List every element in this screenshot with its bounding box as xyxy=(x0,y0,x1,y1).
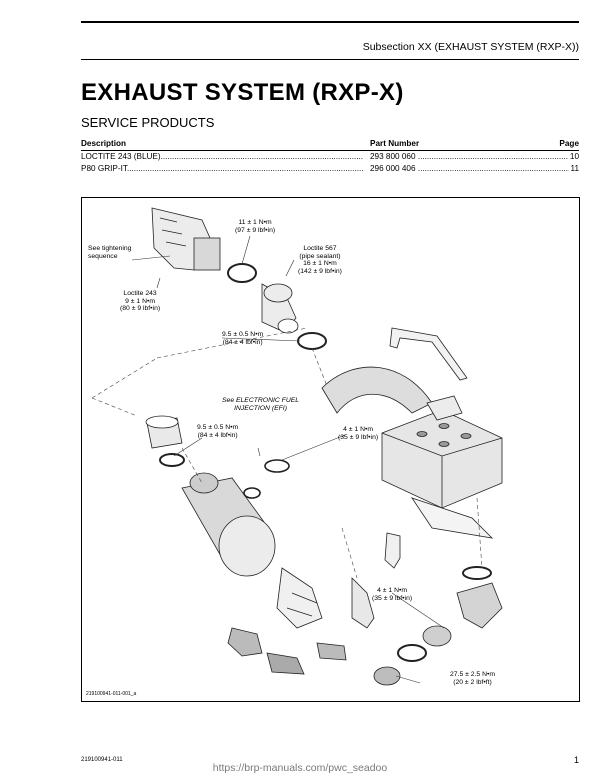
table-row: LOCTITE 243 (BLUE)......................… xyxy=(81,151,579,163)
l-bracket xyxy=(384,532,401,569)
hanger-bracket xyxy=(351,577,375,629)
page-number: 1 xyxy=(573,755,579,765)
efi-reference-label: See ELECTRONIC FUEL INJECTION (EFI) xyxy=(222,397,300,412)
mounting-bracket xyxy=(389,327,468,381)
top-rule xyxy=(81,21,579,23)
mount-part xyxy=(227,627,263,657)
table-header: Description Part Number Page xyxy=(81,139,579,151)
torque-label: 27.5 ± 2.5 N•m (20 ± 2 lbf•ft) xyxy=(450,671,496,686)
row-description: P80 GRIP-IT.............................… xyxy=(81,164,363,173)
header-part-number: Part Number xyxy=(370,139,420,148)
outlet-ring xyxy=(373,666,401,686)
mount-part xyxy=(316,642,347,661)
manifold-flange xyxy=(193,237,221,271)
clamp-lower xyxy=(462,566,492,580)
outlet-elbow xyxy=(456,582,503,629)
source-url-link[interactable]: https://brp-manuals.com/pwc_seadoo xyxy=(212,762,388,774)
mount-part xyxy=(266,652,305,675)
service-products-table: Description Part Number Page LOCTITE 243… xyxy=(81,139,579,175)
torque-label: 4 ± 1 N•m (35 ± 9 lbf•in) xyxy=(372,587,413,602)
loctite-567-label: Loctite 567 (pipe sealant) 16 ± 1 N•m (1… xyxy=(298,245,342,275)
subsection-rule xyxy=(81,59,579,60)
gasket xyxy=(264,459,290,473)
table-row: P80 GRIP-IT.............................… xyxy=(81,163,579,175)
row-description: LOCTITE 243 (BLUE)......................… xyxy=(81,152,363,161)
footer-code: 219100941-011 xyxy=(81,757,123,763)
exhaust-system-diagram: 11 ± 1 N•m (97 ± 9 lbf•in) See tightenin… xyxy=(81,197,580,702)
row-part-number: 293 800 060 ............................… xyxy=(370,152,577,161)
header-description: Description xyxy=(81,139,127,148)
header-page: Page xyxy=(557,139,579,148)
torque-label: 9.5 ± 0.5 N•m (84 ± 4 lbf•in) xyxy=(222,331,264,346)
figure-code: 219100941-011-001_a xyxy=(86,691,137,697)
support-bracket xyxy=(276,567,323,629)
torque-label: 9.5 ± 0.5 N•m (84 ± 4 lbf•in) xyxy=(197,424,239,439)
subsection-header: Subsection XX (EXHAUST SYSTEM (RXP-X)) xyxy=(362,41,579,53)
row-page-link[interactable]: 10 xyxy=(567,151,579,163)
coupler xyxy=(422,625,452,647)
section-title: SERVICE PRODUCTS xyxy=(81,115,215,130)
exploded-view-drawing xyxy=(91,207,503,686)
clamp-mid xyxy=(297,332,327,350)
loctite-243-label: Loctite 243 9 ± 1 N•m (80 ± 9 lbf•in) xyxy=(120,290,161,313)
exhaust-pipe xyxy=(321,366,433,414)
heat-shield-plate xyxy=(411,497,494,539)
tightening-sequence-label: See tightening sequence xyxy=(88,245,132,260)
row-part-number: 296 000 406 ............................… xyxy=(370,164,577,173)
small-clamp xyxy=(243,487,261,499)
clamp-bottom xyxy=(397,644,427,662)
page-title: EXHAUST SYSTEM (RXP-X) xyxy=(81,79,404,106)
torque-label: 4 ± 1 N•m (35 ± 9 lbf•in) xyxy=(338,426,379,441)
row-page-link[interactable]: 11 xyxy=(568,163,579,175)
clamp-left xyxy=(159,453,185,467)
clamp-top xyxy=(227,263,257,283)
torque-label: 11 ± 1 N•m (97 ± 9 lbf•in) xyxy=(235,219,276,234)
